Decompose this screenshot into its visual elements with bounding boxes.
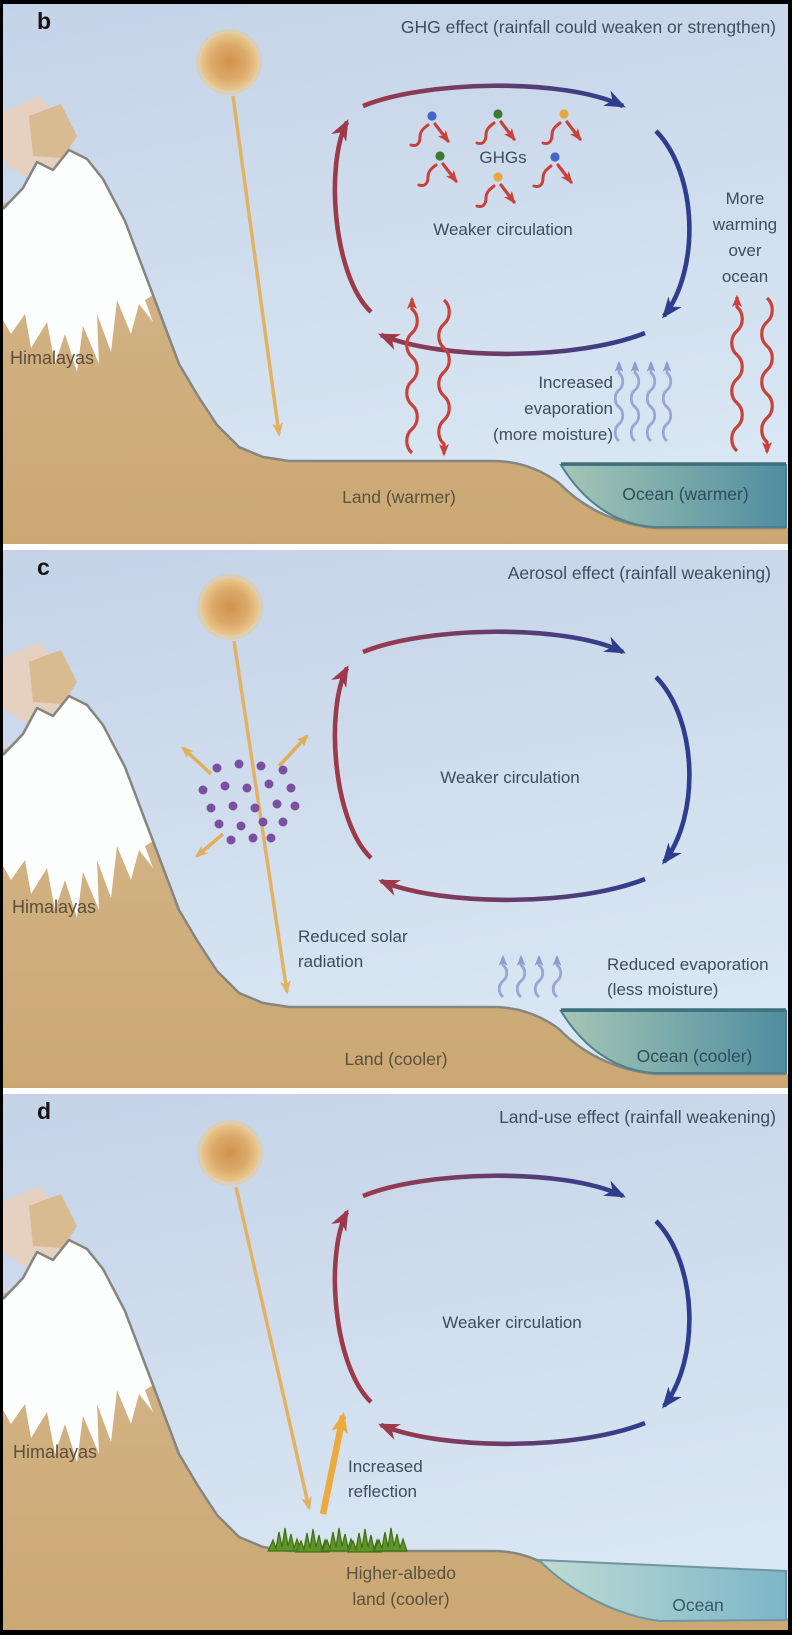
panel-title: GHG effect (rainfall could weaken or str… bbox=[400, 17, 776, 37]
heat-radiation-arrows-ocean bbox=[730, 294, 774, 455]
ghg-label: GHGs bbox=[479, 148, 527, 167]
sun-icon bbox=[197, 574, 263, 640]
reduced-evaporation-label: Reduced evaporation (less moisture) bbox=[607, 955, 769, 999]
panel-c-aerosol-effect: c Aerosol effect (rainfall weakening) Hi… bbox=[3, 550, 788, 1088]
land-label: Land (warmer) bbox=[342, 487, 456, 507]
ocean-label: Ocean bbox=[672, 1595, 724, 1615]
panel-title: Aerosol effect (rainfall weakening) bbox=[507, 563, 771, 583]
panel-letter: c bbox=[37, 554, 50, 580]
scatter-arrows bbox=[181, 734, 309, 858]
heat-radiation-arrows-land bbox=[405, 296, 451, 457]
increased-reflection-label: Increased reflection bbox=[348, 1457, 423, 1501]
circulation-label: Weaker circulation bbox=[442, 1313, 582, 1332]
reflection-arrow bbox=[319, 1411, 348, 1515]
circulation-label: Weaker circulation bbox=[433, 220, 573, 239]
aerosol-particles bbox=[198, 759, 300, 845]
panel-title: Land-use effect (rainfall weakening) bbox=[499, 1107, 776, 1127]
panel-divider bbox=[3, 544, 788, 550]
himalayas-label: Himalayas bbox=[12, 897, 97, 917]
more-warming-label: More warming over ocean bbox=[712, 189, 778, 286]
ocean-label: Ocean (cooler) bbox=[636, 1046, 753, 1066]
panel-d-graphic bbox=[3, 1094, 788, 1630]
panel-b-graphic bbox=[3, 4, 788, 544]
land-label: Higher-albedo land (cooler) bbox=[346, 1563, 456, 1609]
evaporation-arrows bbox=[613, 360, 673, 443]
sun-icon bbox=[197, 1120, 263, 1186]
ocean-graphic bbox=[536, 1558, 787, 1623]
ghg-molecule-icons bbox=[409, 109, 582, 208]
sun-icon bbox=[196, 29, 262, 95]
land-label: Land (cooler) bbox=[344, 1049, 448, 1069]
ocean-label: Ocean (warmer) bbox=[622, 484, 749, 504]
himalayas-label: Himalayas bbox=[13, 1442, 98, 1462]
increased-evaporation-label: Increased evaporation (more moisture) bbox=[493, 373, 613, 444]
sun-ray-arrow bbox=[231, 95, 283, 437]
figure-frame: b GHG effect (rainfall could weaken or s… bbox=[3, 4, 788, 1630]
himalayas-label: Himalayas bbox=[10, 348, 95, 368]
panel-d-landuse-effect: d Land-use effect (rainfall weakening) H… bbox=[3, 1094, 788, 1630]
evaporation-arrows bbox=[497, 954, 563, 999]
circulation-label: Weaker circulation bbox=[440, 768, 580, 787]
sun-ray-arrow bbox=[232, 640, 291, 995]
panel-b-ghg-effect: b GHG effect (rainfall could weaken or s… bbox=[3, 4, 788, 544]
panel-divider bbox=[3, 1088, 788, 1094]
reduced-solar-label: Reduced solar radiation bbox=[298, 927, 408, 971]
sun-ray-arrow bbox=[234, 1186, 312, 1511]
panel-letter: b bbox=[37, 8, 52, 34]
panel-letter: d bbox=[37, 1098, 52, 1124]
panel-c-graphic bbox=[3, 550, 788, 1088]
